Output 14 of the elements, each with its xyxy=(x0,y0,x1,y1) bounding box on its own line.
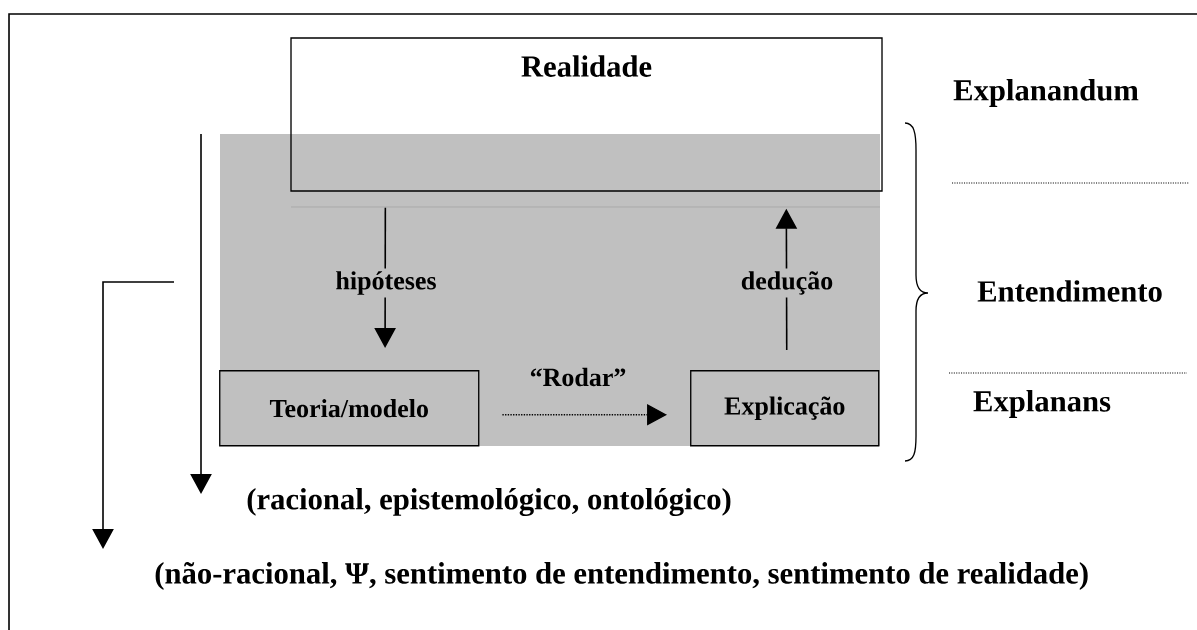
caption-text: (racional, epistemológico, ontológico) xyxy=(247,487,731,517)
arrow xyxy=(92,281,175,549)
side-label: Explanans xyxy=(973,390,1111,418)
edge-label: hipóteses xyxy=(332,268,440,298)
process-box: Teoria/modelo xyxy=(219,370,480,447)
arrow xyxy=(190,133,212,494)
caption-text: (não-racional, Ψ, sentimento de entendimento, sentimento de realidade) xyxy=(155,562,1088,590)
shaded-region xyxy=(220,134,880,446)
process-box: Explicação xyxy=(690,370,880,447)
edge-label: “Rodar” xyxy=(526,365,630,389)
side-label: Explanandum xyxy=(953,79,1139,107)
reality-box: Realidade xyxy=(290,37,883,192)
edge-label: dedução xyxy=(738,268,836,298)
side-label: Entendimento xyxy=(977,280,1162,302)
